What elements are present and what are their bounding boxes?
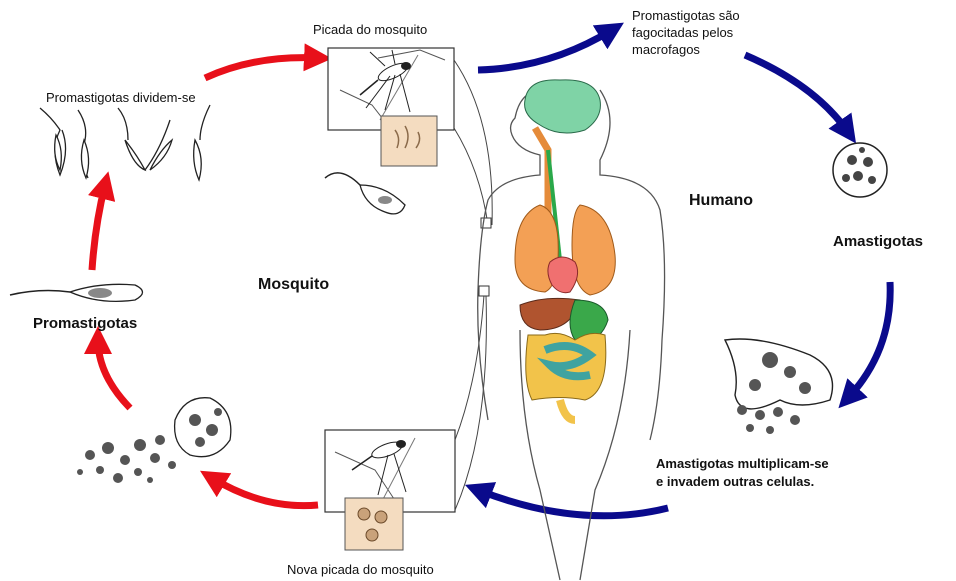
promastigote-icon <box>325 173 405 214</box>
label-multiply-2: e invadem outras celulas. <box>656 474 814 489</box>
label-phagocytosed-1: Promastigotas são <box>632 8 740 23</box>
brain-icon <box>525 80 601 133</box>
label-mosquito: Mosquito <box>258 276 329 294</box>
label-amastigotes: Amastigotas <box>833 233 923 250</box>
arrow-mosquito-4 <box>212 478 318 506</box>
ruptured-cell-icon <box>77 398 231 483</box>
arrow-human-3 <box>848 282 890 398</box>
inset-amastigote <box>345 498 403 550</box>
label-new-bite: Nova picada do mosquito <box>287 562 434 577</box>
label-human: Humano <box>689 192 753 210</box>
label-dividing: Promastigotas dividem-se <box>46 90 196 105</box>
label-multiply-1: Amastigotas multiplicam-se <box>656 456 829 471</box>
heart-icon <box>548 257 578 293</box>
label-phagocytosed-2: fagocitadas pelos <box>632 25 733 40</box>
arrow-human-2 <box>745 55 848 132</box>
mosquito-bite-panel <box>328 48 454 166</box>
label-phagocytosed-3: macrofagos <box>632 42 700 57</box>
promastigote-icon <box>10 284 143 301</box>
arrow-mosquito-1 <box>205 58 318 78</box>
dividing-promastigotes-icon <box>40 105 210 180</box>
amastigote-cell-icon <box>833 143 887 197</box>
arrow-mosquito-3 <box>98 340 130 408</box>
inset-promastigote <box>381 116 437 166</box>
infected-macrophage-icon <box>725 339 833 434</box>
label-promastigotes: Promastigotas <box>33 315 137 332</box>
human-body <box>478 80 665 580</box>
label-bite: Picada do mosquito <box>313 22 427 37</box>
arrow-mosquito-2 <box>92 185 105 270</box>
arrow-human-1 <box>478 30 612 70</box>
new-bite-panel <box>325 430 455 550</box>
arrow-human-4 <box>478 490 668 516</box>
